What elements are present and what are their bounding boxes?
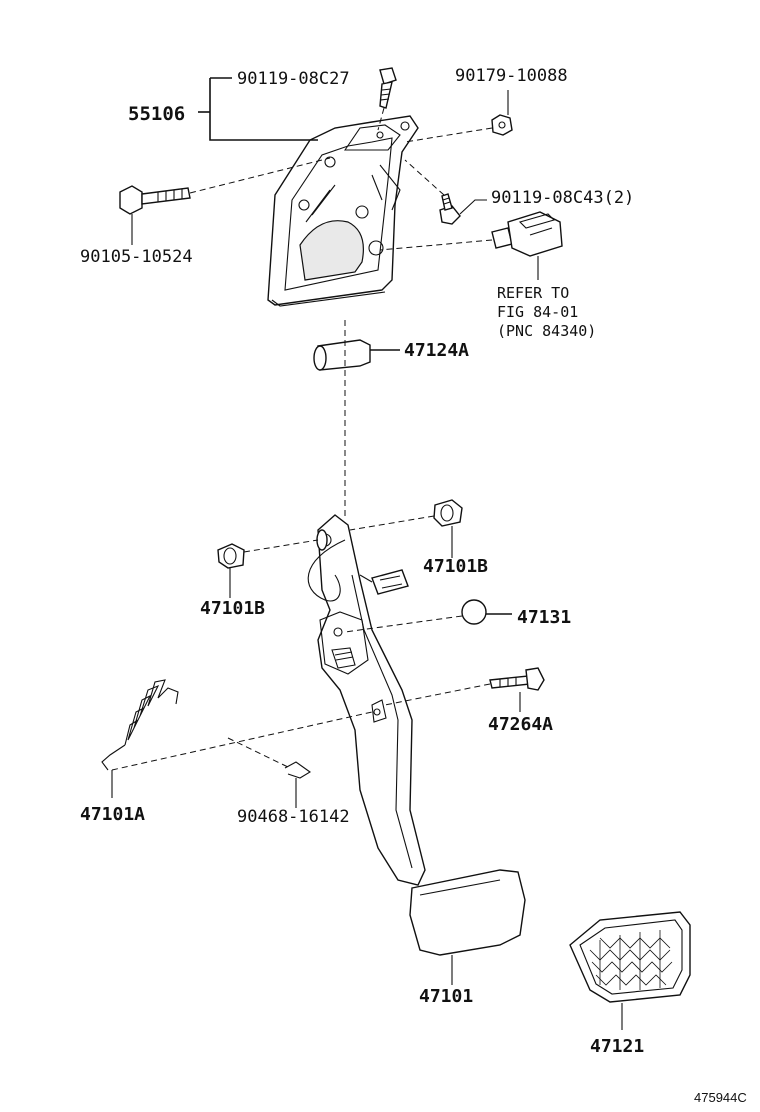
- label-47131: 47131: [517, 607, 571, 628]
- label-47101b-right: 47101B: [423, 556, 488, 577]
- pedal-pad-47121: [569, 911, 691, 1030]
- label-55106: 55106: [128, 103, 185, 125]
- clip-90468-16142: [227, 737, 312, 808]
- nut-90179-10088: [404, 90, 513, 143]
- label-90105-10524: 90105-10524: [80, 247, 193, 267]
- pin-47264a: [384, 667, 545, 712]
- label-47264a: 47264A: [488, 714, 553, 735]
- label-47101a: 47101A: [80, 804, 145, 825]
- cushion-47131: [344, 599, 512, 633]
- refer-note-line2: FIG 84-01: [497, 303, 578, 321]
- figure-id: 475944C: [694, 1090, 747, 1105]
- pedal-switch-connector: [359, 569, 409, 595]
- label-47101: 47101: [419, 986, 473, 1007]
- pedal-bracket-55106: [267, 115, 419, 307]
- bushing-47101b-left: [217, 539, 319, 598]
- bushing-47101b-right: [349, 499, 463, 558]
- bolt-90105-10524: [119, 157, 331, 245]
- leader-55106: [209, 78, 318, 141]
- bolt-90119-08c43: [404, 159, 487, 225]
- brake-pedal-47101: [307, 514, 526, 985]
- label-47124a: 47124A: [404, 340, 469, 361]
- label-90179-10088: 90179-10088: [455, 66, 568, 86]
- return-spring-47101a: [101, 679, 373, 798]
- stop-lamp-switch: [379, 211, 563, 280]
- refer-note-line3: (PNC 84340): [497, 322, 596, 340]
- bolt-90119-08c27: [377, 67, 397, 131]
- pin-47124a: [313, 320, 400, 520]
- label-90119-08c27: 90119-08C27: [237, 69, 350, 89]
- label-47121: 47121: [590, 1036, 644, 1057]
- refer-note-line1: REFER TO: [497, 284, 569, 302]
- label-90119-08c43: 90119-08C43(2): [491, 188, 634, 208]
- label-90468-16142: 90468-16142: [237, 807, 350, 827]
- label-47101b-left: 47101B: [200, 598, 265, 619]
